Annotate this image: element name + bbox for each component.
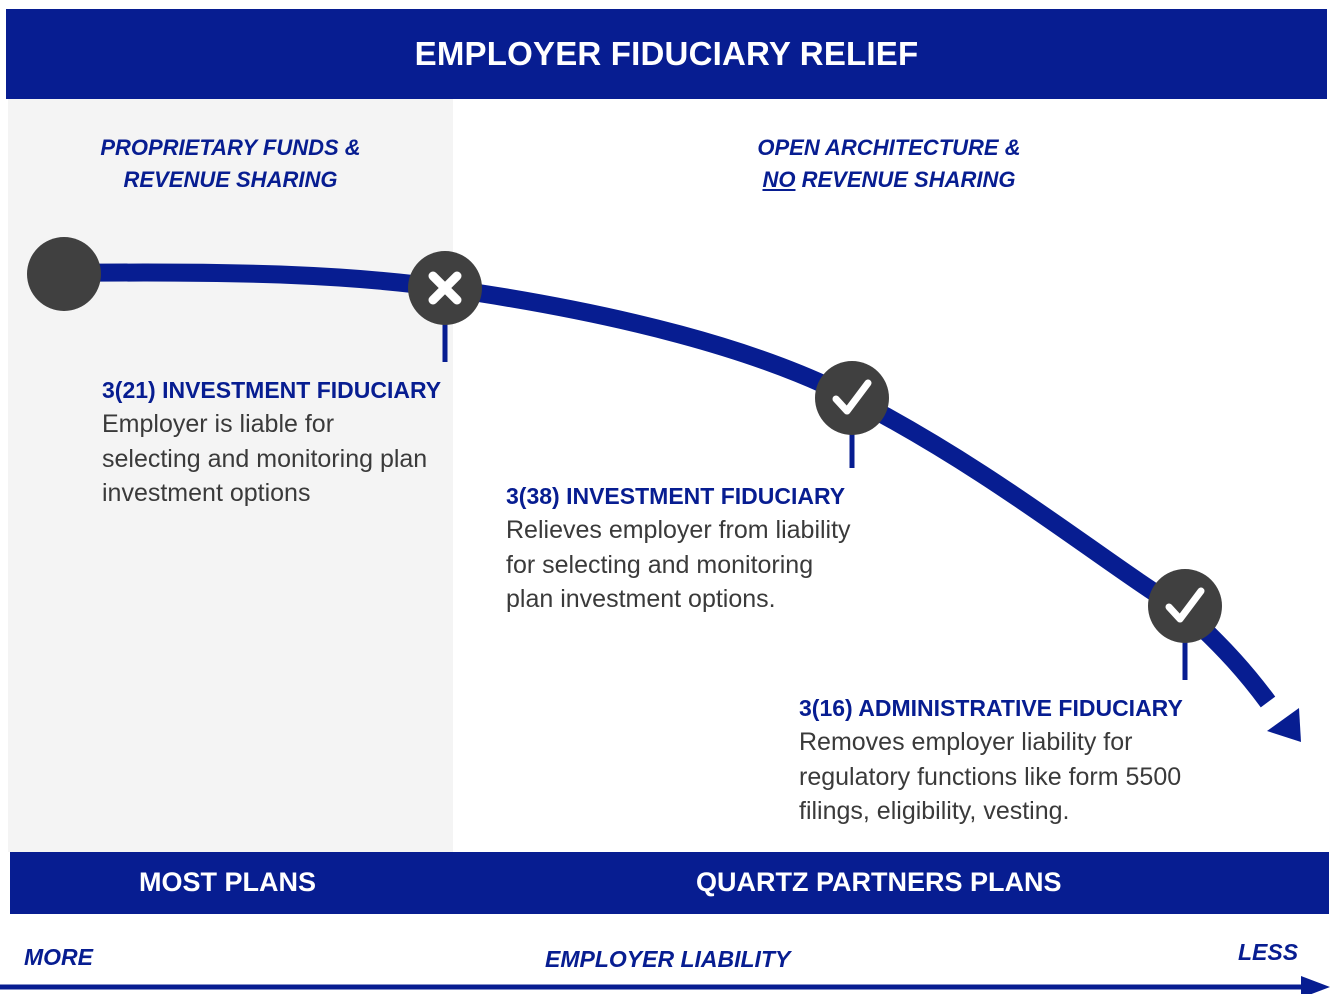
right-column-title-underlined-word: NO [762, 167, 796, 192]
left-panel-background [8, 99, 453, 852]
stage-description-3-38: Relieves employer from liability for sel… [506, 516, 851, 613]
stage-title-3-16: 3(16) ADMINISTRATIVE FIDUCIARY [799, 695, 1183, 721]
axis-label-employer-liability: EMPLOYER LIABILITY [545, 946, 791, 972]
stage-description-3-16: Removes employer liability for regulator… [799, 728, 1182, 825]
check-icon [1148, 569, 1222, 643]
right-column-title-line2-rest: REVENUE SHARING [795, 167, 1016, 192]
most-plans-label: MOST PLANS [139, 867, 317, 897]
x-icon [408, 251, 482, 325]
diagram-header: EMPLOYER FIDUCIARY RELIEF [6, 9, 1327, 99]
plans-bar: MOST PLANS QUARTZ PARTNERS PLANS [10, 852, 1329, 914]
right-column-title-line1: OPEN ARCHITECTURE & [757, 135, 1021, 160]
quartz-partners-plans-label: QUARTZ PARTNERS PLANS [696, 867, 1062, 897]
stage-title-3-38: 3(38) INVESTMENT FIDUCIARY [506, 483, 846, 509]
stage-description-3-21: Employer is liable for selecting and mon… [102, 410, 428, 507]
axis-label-less: LESS [1238, 939, 1299, 965]
left-column-title: PROPRIETARY FUNDS & REVENUE SHARING [58, 132, 403, 196]
right-column-title-line2: NO REVENUE SHARING [700, 164, 1078, 196]
check-icon [815, 361, 889, 435]
start-marker [27, 237, 101, 311]
stage-title-3-21: 3(21) INVESTMENT FIDUCIARY [102, 377, 442, 403]
diagram-title: EMPLOYER FIDUCIARY RELIEF [414, 35, 919, 72]
axis-arrowhead [1301, 976, 1330, 994]
curve-arrowhead [1267, 708, 1301, 742]
right-column-title: OPEN ARCHITECTURE & NO REVENUE SHARING [700, 132, 1078, 196]
left-column-title-line1: PROPRIETARY FUNDS & [100, 135, 361, 160]
left-column-title-line2: REVENUE SHARING [123, 167, 338, 192]
axis-label-more: MORE [24, 944, 93, 970]
